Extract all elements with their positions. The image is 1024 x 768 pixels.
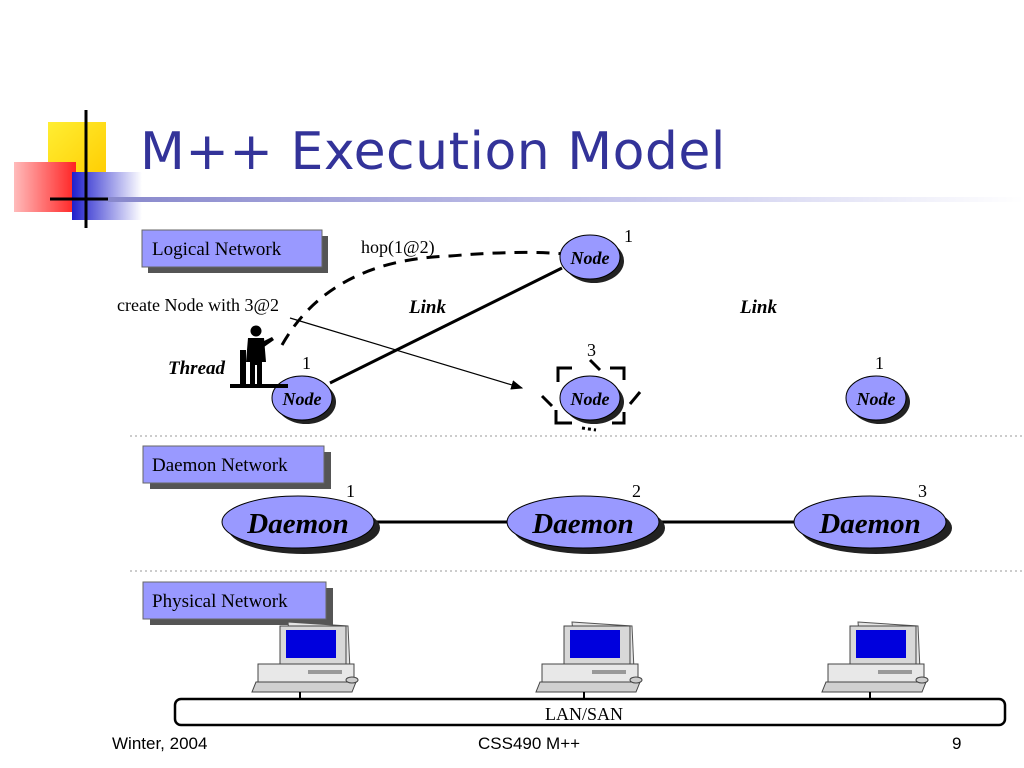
daemon-1: Daemon <box>221 495 380 554</box>
node-label: Node <box>570 389 610 409</box>
daemon-id: 2 <box>632 481 641 501</box>
node-label: Node <box>282 389 322 409</box>
link-label-left: Link <box>409 297 446 318</box>
computer-icon <box>535 621 643 700</box>
creation-marks <box>540 358 642 432</box>
create-node-annotation: create Node with 3@2 <box>117 295 280 315</box>
footer-date: Winter, 2004 <box>112 734 208 753</box>
daemon-label: Daemon <box>818 508 921 540</box>
section-label-daemon: Daemon Network <box>142 445 331 489</box>
title-underline <box>108 197 1024 202</box>
node-hop-destination: Node <box>559 234 624 283</box>
hop-dashed-arrow <box>280 250 566 346</box>
daemon-network-label: Daemon Network <box>152 455 288 476</box>
node-right: Node <box>845 375 910 424</box>
node-label: Node <box>856 389 896 409</box>
section-label-logical: Logical Network <box>141 229 328 273</box>
node-id: 1 <box>875 353 884 373</box>
lan-san-label: LAN/SAN <box>545 704 623 724</box>
computer-icon <box>821 621 929 700</box>
logo-blue-square <box>72 172 142 220</box>
logo-red-square <box>14 162 76 212</box>
daemon-id: 3 <box>918 481 927 501</box>
thread-person-icon <box>230 325 288 388</box>
daemon-2: Daemon <box>506 495 665 554</box>
link-label-right: Link <box>740 297 777 318</box>
node-thread-host: Node <box>271 375 336 424</box>
daemon-3: Daemon <box>793 495 952 554</box>
node-id: 1 <box>302 353 311 373</box>
create-arrow <box>289 317 524 390</box>
computer-icon <box>251 621 359 700</box>
hop-annotation: hop(1@2) <box>361 237 435 257</box>
node-being-created: Node <box>559 375 624 424</box>
daemon-id: 1 <box>346 481 355 501</box>
daemon-label: Daemon <box>246 508 349 540</box>
page-title: M++ Execution Model <box>140 122 726 182</box>
logical-network-label: Logical Network <box>152 239 282 260</box>
node-id: 1 <box>624 226 633 246</box>
node-id: 3 <box>587 340 596 360</box>
footer-course: CSS490 M++ <box>478 734 581 753</box>
daemon-label: Daemon <box>531 508 634 540</box>
physical-network-label: Physical Network <box>152 591 288 612</box>
footer-page-number: 9 <box>952 734 962 753</box>
lan-san-bar <box>173 697 1007 727</box>
logical-link-line <box>329 266 563 385</box>
thread-label: Thread <box>168 358 225 379</box>
section-label-physical: Physical Network <box>142 581 333 625</box>
node-label: Node <box>570 248 610 268</box>
